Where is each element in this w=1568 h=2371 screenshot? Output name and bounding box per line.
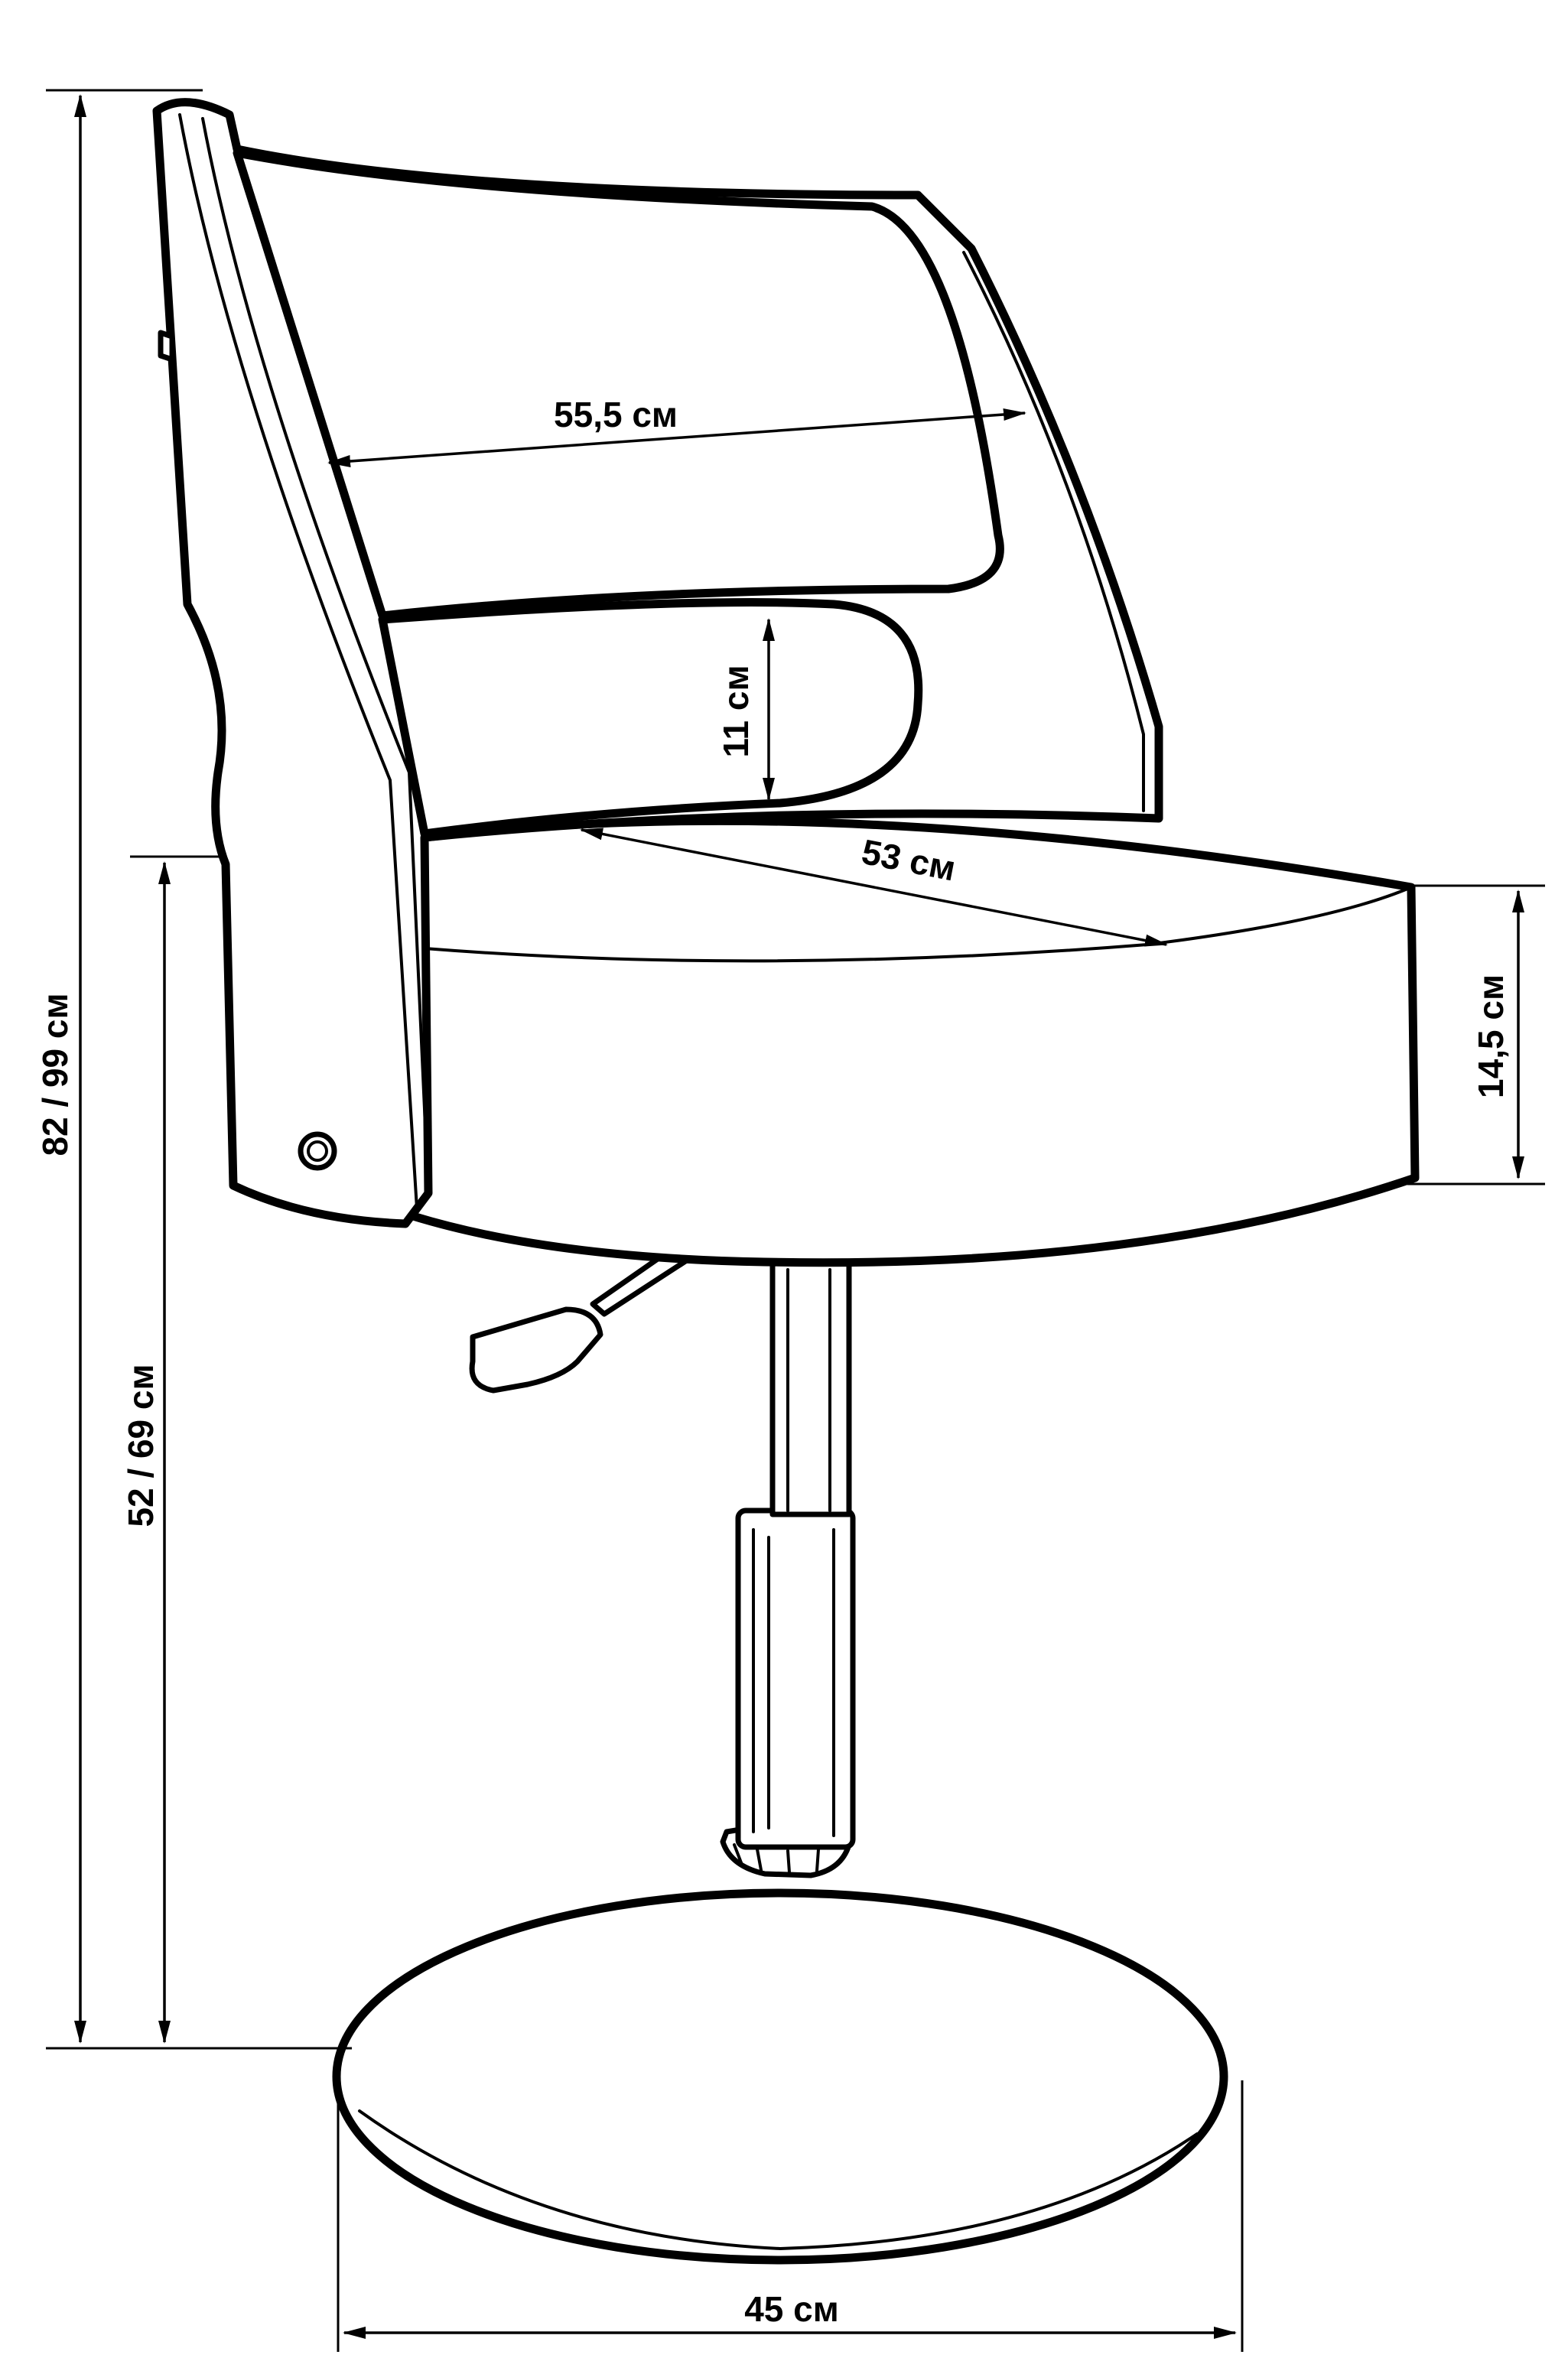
seat-height-label: 52 / 69 см	[121, 1364, 161, 1527]
height-adjust-lever	[469, 1240, 699, 1394]
backrest-gap-label: 11 см	[716, 665, 756, 757]
round-base	[332, 1888, 1228, 2265]
total-height-dimension: 82 / 99 см	[35, 94, 86, 2044]
base-diameter-dimension: 45 см	[343, 2289, 1237, 2339]
backrest	[152, 98, 1163, 1228]
base-diameter-label: 45 см	[744, 2289, 839, 2329]
gas-lift-column	[720, 1255, 856, 1878]
seat-thickness-dimension: 14,5 см	[1471, 890, 1524, 1179]
backrest-gap-dimension: 11 см	[716, 618, 775, 801]
seat-thickness-label: 14,5 см	[1471, 974, 1511, 1098]
total-height-label: 82 / 99 см	[35, 993, 75, 1156]
backrest-width-label: 55,5 см	[554, 395, 678, 434]
seat-cushion	[408, 816, 1420, 1267]
backrest-width-dimension: 55,5 см	[327, 395, 1026, 467]
seat-height-dimension: 52 / 69 см	[121, 861, 171, 2044]
